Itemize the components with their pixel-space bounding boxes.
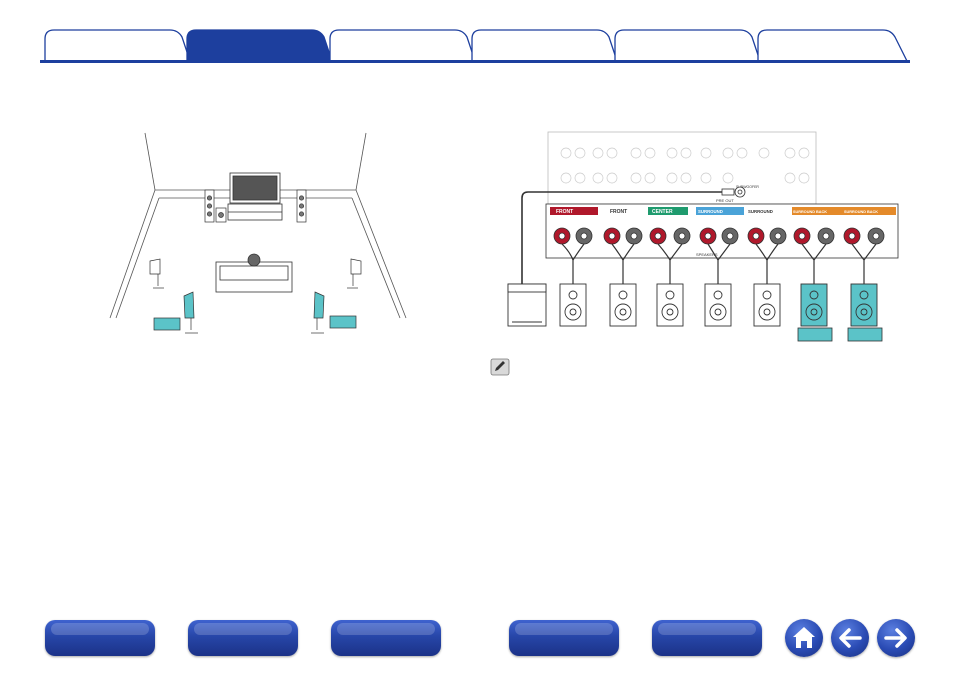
nav-button-2[interactable] (188, 620, 298, 656)
subwoofer-label: SUBWOOFER (736, 185, 759, 189)
terminal-label-front-right: FRONT (610, 209, 627, 215)
front-left-speaker-box-icon (559, 283, 587, 327)
nav-button-3[interactable] (331, 620, 441, 656)
surround-back-right-speaker-box-icon (850, 283, 878, 327)
surround-back-left-label-box (797, 327, 833, 342)
front-right-speaker-icon (296, 189, 307, 223)
room-layout-diagram (109, 132, 407, 334)
tab-6[interactable] (757, 27, 909, 61)
surround-back-left-label-box (153, 317, 181, 331)
nav-button-4[interactable] (509, 620, 619, 656)
surround-left-speaker-icon (149, 258, 164, 289)
forward-button[interactable] (877, 619, 915, 657)
speaker-cables (521, 191, 877, 286)
sofa-listener-icon (215, 253, 293, 293)
tab-4[interactable] (471, 27, 619, 61)
speakers-label: SPEAKERS (696, 252, 718, 257)
subwoofer-icon (507, 283, 547, 327)
terminal-label-front-left: FRONT (556, 209, 573, 215)
pre-out-label: PRE OUT (716, 198, 734, 203)
terminal-labels: FRONT FRONT CENTER SURROUND SURROUND SUR… (550, 207, 896, 215)
pencil-note-icon (490, 358, 510, 376)
center-speaker-box-icon (656, 283, 684, 327)
home-button[interactable] (785, 619, 823, 657)
nav-button-5[interactable] (652, 620, 762, 656)
speaker-wiring-diagram: PRE OUT SUBWOOFER FRONT FRONT CENTER SUR… (507, 131, 899, 342)
tab-5[interactable] (614, 27, 762, 61)
surround-right-speaker-icon (347, 258, 362, 289)
nav-button-1[interactable] (45, 620, 155, 656)
surround-back-left-speaker-box-icon (800, 283, 828, 327)
front-right-speaker-box-icon (609, 283, 637, 327)
surround-left-speaker-box-icon (704, 283, 732, 327)
center-speaker-icon (215, 207, 227, 223)
tab-1[interactable] (44, 27, 192, 61)
surround-back-right-speaker-icon (311, 291, 325, 334)
tab-3[interactable] (329, 27, 477, 61)
terminal-label-surround-left: SURROUND (698, 209, 723, 214)
terminal-label-surround-back-right: SURROUND BACK (844, 210, 878, 214)
surround-back-right-label-box (847, 327, 883, 342)
surround-back-left-speaker-icon (183, 291, 198, 334)
speaker-terminals (553, 227, 885, 245)
arrow-left-icon (839, 628, 862, 648)
terminal-label-surround-back-left: SURROUND BACK (793, 210, 827, 214)
surround-back-right-label-box (329, 315, 357, 329)
tab-2-active[interactable] (186, 27, 334, 61)
subwoofer-jack-icon (721, 186, 746, 198)
tab-underline (40, 60, 910, 63)
receiver-rear-panel-top (547, 131, 817, 205)
back-button[interactable] (831, 619, 869, 657)
terminal-label-surround-right: SURROUND (748, 209, 773, 214)
tab-bar (0, 0, 954, 64)
home-icon (793, 627, 815, 648)
surround-right-speaker-box-icon (753, 283, 781, 327)
tv-icon (227, 172, 283, 221)
terminal-label-center: CENTER (652, 209, 673, 215)
front-left-speaker-icon (204, 189, 215, 223)
arrow-right-icon (884, 628, 907, 648)
